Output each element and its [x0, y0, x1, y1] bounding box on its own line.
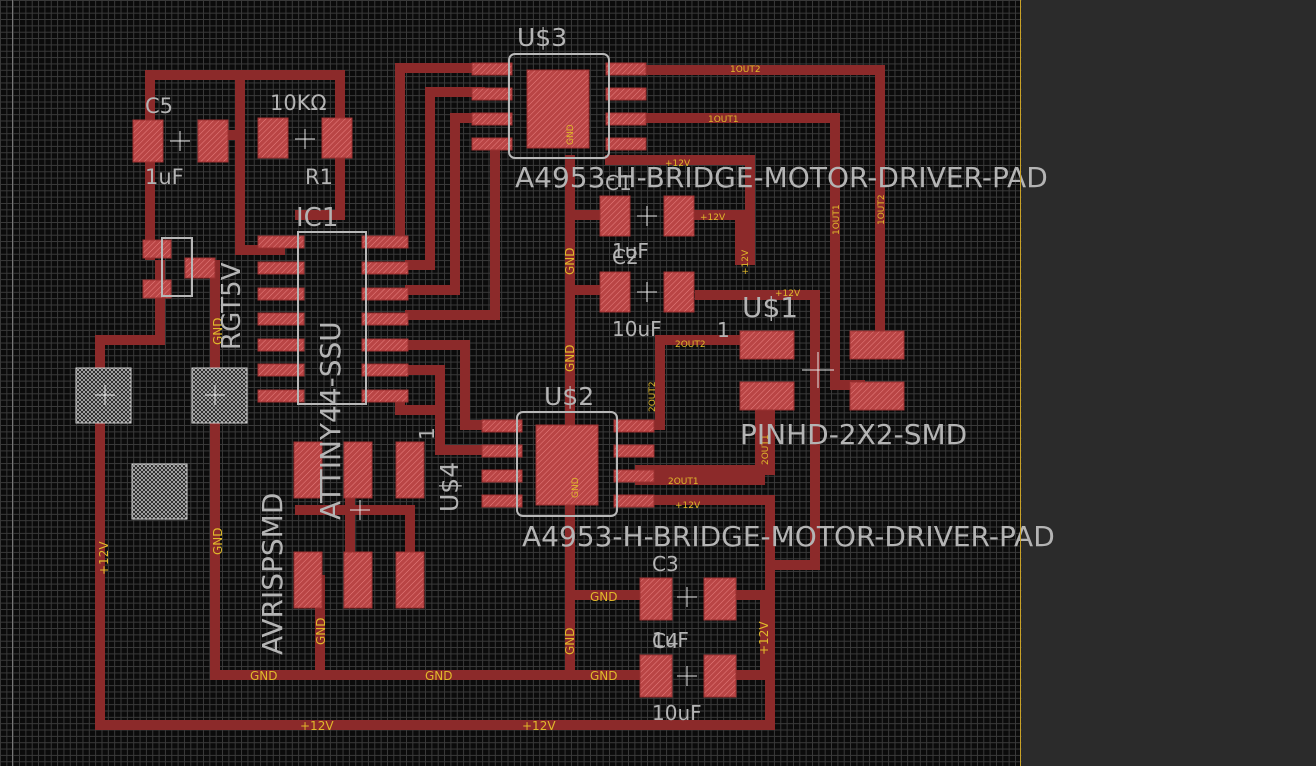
u4-value: AVRISPSMD	[256, 493, 289, 655]
net-2out2-label: 2OUT2	[648, 381, 658, 412]
net-2out1-label: 2OUT1	[668, 477, 699, 487]
net-12v-label: +12V	[700, 213, 726, 223]
net-gnd-label: GND	[314, 617, 328, 645]
r1-name: R1	[305, 165, 333, 189]
ic1-value: ATTINY44-SSU	[314, 321, 347, 520]
u1-pin1-mark: 1	[717, 318, 730, 342]
c2-name: C2	[612, 245, 639, 269]
net-1out1-label: 1OUT1	[832, 204, 842, 235]
u4-name: U$4	[435, 462, 464, 512]
net-gnd-label: GND	[563, 344, 577, 372]
r1-value: 10KΩ	[270, 91, 327, 115]
net-12v-label: +12V	[522, 719, 556, 733]
c4-name: C4	[652, 629, 679, 653]
u3-name: U$3	[517, 23, 567, 52]
origin-crosses	[95, 129, 834, 686]
net-gnd-label: GND	[563, 247, 577, 275]
net-12v-label: +12V	[665, 159, 691, 169]
net-gnd-label: GND	[590, 669, 618, 683]
u2-name: U$2	[544, 382, 594, 411]
net-gnd-label: GND	[425, 669, 453, 683]
net-gnd-label: GND	[563, 627, 577, 655]
net-12v-label: +12V	[775, 289, 801, 299]
u2-value: A4953-H-BRIDGE-MOTOR-DRIVER-PAD	[522, 520, 1055, 553]
net-1out2-label: 1OUT2	[730, 65, 761, 75]
regulator-name: RGT5V	[217, 262, 247, 350]
net-gnd-label: GND	[590, 590, 618, 604]
u3-gnd-label: GND	[566, 124, 576, 145]
net-2out1-label: 2OUT1	[761, 434, 771, 465]
u4-pin1-mark: 1	[415, 427, 439, 440]
c3-value: 1uF	[652, 628, 689, 652]
u2-gnd-label: GND	[571, 477, 581, 498]
net-1out2-label: 1OUT2	[877, 194, 887, 225]
net-gnd-label: GND	[211, 527, 225, 555]
c2-value: 10uF	[612, 317, 662, 341]
c4-value: 10uF	[652, 701, 702, 725]
ic1-name: IC1	[296, 203, 338, 233]
c1-name: C1	[605, 171, 632, 195]
u3-value: A4953-H-BRIDGE-MOTOR-DRIVER-PAD	[515, 161, 1048, 194]
net-12v-label: +12V	[97, 541, 111, 575]
pads-layer	[75, 62, 905, 698]
c5-value: 1uF	[145, 165, 184, 189]
c1-value: 1uF	[612, 239, 649, 263]
u1-value: PINHD-2X2-SMD	[740, 418, 967, 451]
component-labels: C5 1uF 10KΩ R1 U$3 A4953-H-BRIDGE-MOTOR-…	[145, 23, 1055, 725]
net-12v-label: +12V	[741, 249, 751, 275]
c5-name: C5	[145, 94, 173, 118]
net-12v-label: +12V	[675, 501, 701, 511]
net-2out2-label: 2OUT2	[675, 340, 706, 350]
net-gnd-label: GND	[211, 317, 225, 345]
u1-name: U$1	[742, 291, 798, 324]
net-1out1-label: 1OUT1	[708, 115, 739, 125]
net-gnd-label: GND	[250, 669, 278, 683]
package-outlines	[161, 53, 618, 517]
net-12v-label: +12V	[757, 621, 771, 655]
net-labels: GND GND GND GND +12V +12V 1OUT2 1OUT1 2O…	[97, 65, 887, 733]
right-side-panel	[1022, 0, 1316, 766]
c3-name: C3	[652, 552, 679, 576]
net-12v-label: +12V	[300, 719, 334, 733]
